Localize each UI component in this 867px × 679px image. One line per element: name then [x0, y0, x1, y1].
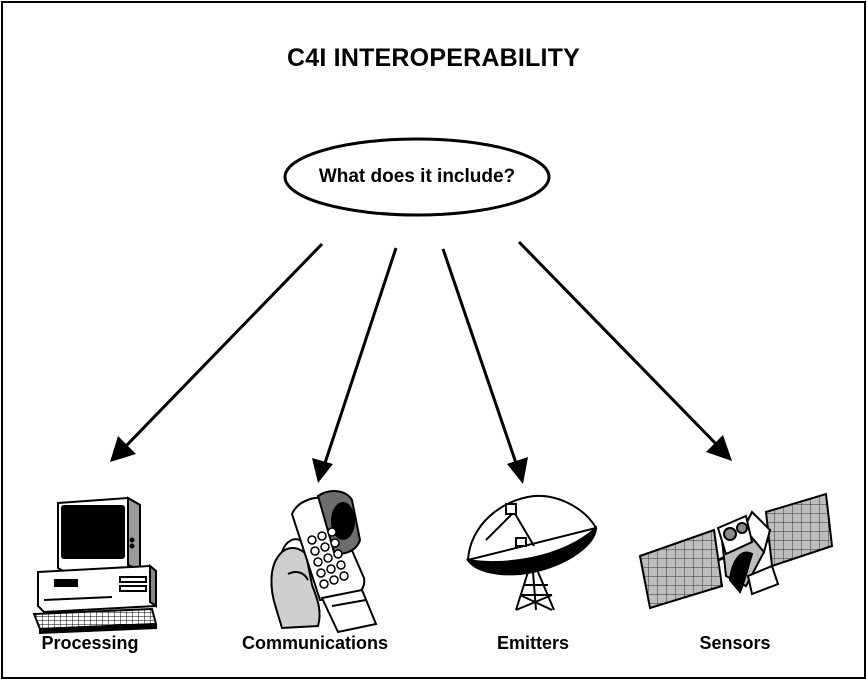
- satellite-dish-icon: [465, 494, 598, 611]
- satellite-icon: [638, 492, 834, 610]
- question-bubble: [283, 137, 551, 217]
- arrow-to-emitters: [441, 248, 528, 484]
- label-sensors: Sensors: [699, 633, 771, 653]
- computer-icon: [32, 496, 158, 635]
- label-communications: Communications: [241, 633, 388, 653]
- arrow-to-sensors: [517, 240, 732, 461]
- arrow-to-processing: [110, 242, 324, 462]
- question-text: What does it include?: [318, 166, 516, 187]
- diagram-title: C4I INTEROPERABILITY: [287, 44, 580, 72]
- label-emitters: Emitters: [496, 633, 570, 653]
- label-processing: Processing: [41, 633, 139, 653]
- arrow-to-communications: [312, 247, 398, 483]
- cell-phone-icon: [270, 490, 378, 634]
